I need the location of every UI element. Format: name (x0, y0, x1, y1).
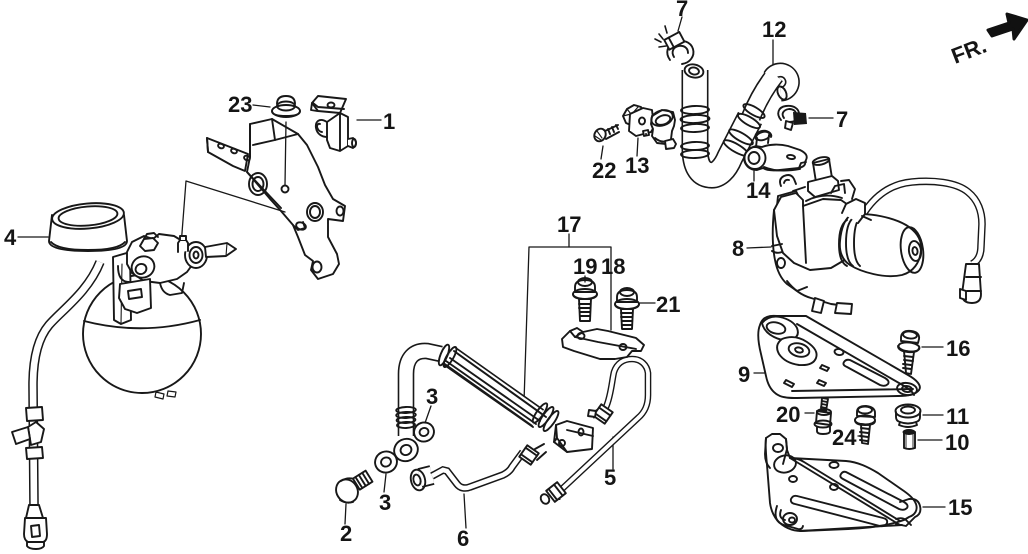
svg-text:13: 13 (625, 153, 649, 178)
svg-text:5: 5 (604, 465, 616, 490)
svg-text:3: 3 (379, 490, 391, 515)
svg-text:4: 4 (4, 225, 17, 250)
svg-text:9: 9 (738, 362, 750, 387)
svg-text:8: 8 (732, 236, 744, 261)
svg-text:20: 20 (776, 402, 800, 427)
svg-text:21: 21 (656, 292, 680, 317)
svg-text:1: 1 (383, 109, 395, 134)
svg-text:23: 23 (228, 92, 252, 117)
svg-text:10: 10 (945, 430, 969, 455)
svg-text:22: 22 (592, 158, 616, 183)
svg-text:3: 3 (426, 384, 438, 409)
svg-text:7: 7 (836, 107, 848, 132)
svg-text:14: 14 (746, 178, 771, 203)
svg-text:18: 18 (601, 254, 625, 279)
svg-text:24: 24 (832, 425, 857, 450)
svg-text:19: 19 (573, 254, 597, 279)
svg-text:17: 17 (557, 212, 581, 237)
svg-text:15: 15 (948, 495, 972, 520)
svg-text:16: 16 (946, 336, 970, 361)
svg-text:12: 12 (762, 17, 786, 42)
svg-text:7: 7 (676, 0, 688, 21)
svg-text:2: 2 (340, 521, 352, 546)
svg-text:11: 11 (946, 404, 969, 429)
svg-text:6: 6 (457, 526, 469, 551)
